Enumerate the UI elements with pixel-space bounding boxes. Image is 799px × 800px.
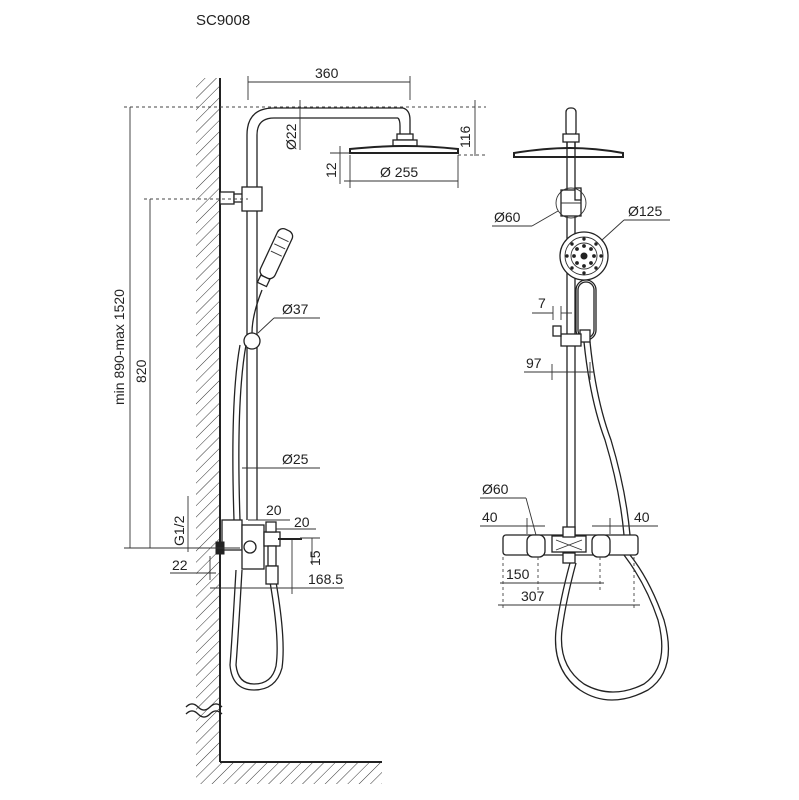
floor-hatching [196,762,382,784]
dim-mixer-width: 307 [521,588,545,604]
dim-center-height: 820 [133,359,149,383]
rain-shower-head-front [513,146,624,158]
dim-pipe-diameter: Ø25 [282,451,309,467]
dim-wall-offset: 22 [172,557,188,573]
dim-knob-width-left: 40 [482,509,498,525]
dim-inlet-thread: G1/2 [171,515,187,546]
dim-holder-width: 7 [538,295,546,311]
dim-head-diameter: Ø 255 [380,164,418,180]
slider-front [560,333,582,347]
dim-head-height: 116 [457,125,473,148]
side-view: 360 116 Ø22 12 Ø 255 min 890-max 1520 82… [111,65,486,784]
front-view: Ø60 Ø125 7 97 Ø60 40 40 150 [480,107,670,701]
mixer-body-side [221,519,243,551]
dim-knob-diameter: Ø60 [482,481,509,497]
dim-head-thickness: 12 [323,162,339,178]
hand-shower-front [559,231,609,343]
dim-handshower-diameter: Ø125 [628,203,662,219]
hand-shower-side [256,228,294,288]
dim-bracket-diameter-front: Ø60 [494,209,521,225]
dim-head-reach: 360 [315,65,339,81]
dim-knob-width-right: 40 [634,509,650,525]
dim-valve-offset-a: 20 [266,502,282,518]
dim-pipe-top-diameter: Ø22 [283,123,299,150]
slider-knob-side [243,332,261,350]
dim-holder-offset: 97 [526,355,542,371]
rain-shower-head-side [349,144,459,154]
wall-hatching [196,78,220,762]
dim-total-height: min 890-max 1520 [111,289,127,405]
dim-valve-offset-b: 20 [294,514,310,530]
dim-wall-to-spout: 168.5 [308,571,343,587]
model-code: SC9008 [196,12,250,29]
dim-spout-height: 15 [307,550,323,566]
dim-inlet-spacing: 150 [506,566,530,582]
dim-slider-diameter: Ø37 [282,301,309,317]
